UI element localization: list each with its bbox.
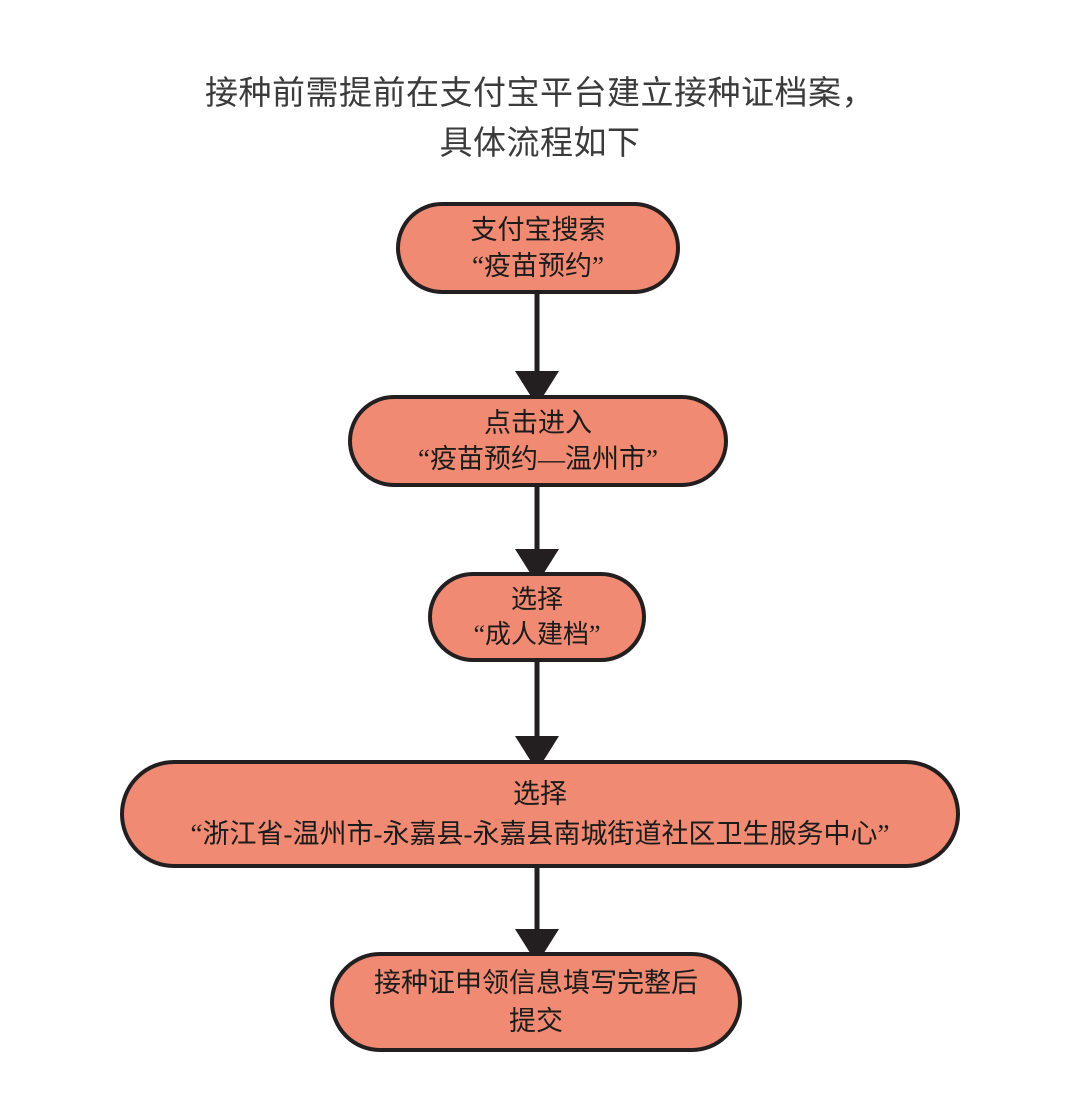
flow-node-submit-application[interactable]: 接种证申领信息填写完整后 提交 [330,952,742,1052]
flow-node-label: 选择 “成人建档” [473,585,601,649]
flow-node-alipay-search[interactable]: 支付宝搜索 “疫苗预约” [396,202,680,294]
flow-node-label: 接种证申领信息填写完整后 提交 [374,968,698,1036]
flow-node-select-clinic[interactable]: 选择 “浙江省-温州市-永嘉县-永嘉县南城街道社区卫生服务中心” [120,760,960,868]
flow-node-select-adult-record[interactable]: 选择 “成人建档” [428,572,646,662]
flow-node-label: 选择 “浙江省-温州市-永嘉县-永嘉县南城街道社区卫生服务中心” [190,779,890,849]
flow-node-enter-wenzhou[interactable]: 点击进入 “疫苗预约—温州市” [348,395,728,487]
flow-node-label: 点击进入 “疫苗预约—温州市” [418,408,658,474]
page-title: 接种前需提前在支付宝平台建立接种证档案， 具体流程如下 [205,74,875,161]
flow-node-label: 支付宝搜索 “疫苗预约” [470,215,606,281]
